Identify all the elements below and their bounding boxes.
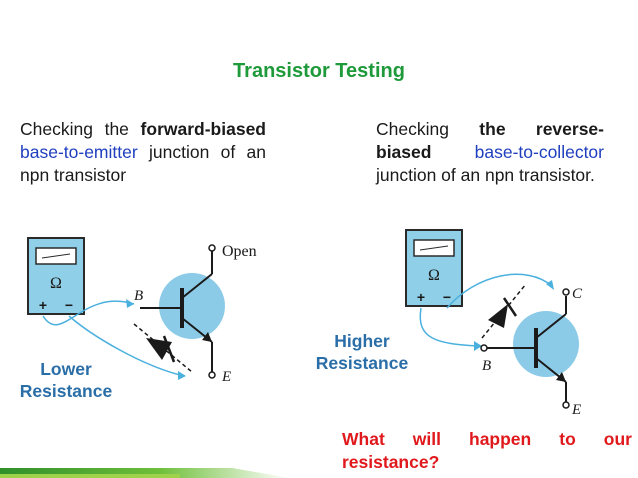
text-part: Checking: [376, 119, 480, 139]
reverse-bias-diagram: Ω + − C B E: [376, 224, 638, 420]
emitter-label: E: [221, 369, 231, 385]
higher-resistance-label: Higher Resistance: [315, 331, 409, 373]
text-part: Checking the: [20, 119, 141, 139]
ohm-symbol: Ω: [50, 275, 62, 292]
plus-sign: +: [417, 289, 425, 305]
decorative-bar: [0, 468, 290, 478]
ohm-symbol: Ω: [428, 267, 440, 284]
blue-text: base-to-collector: [474, 142, 604, 162]
text-part: junction of an npn transistor: [20, 142, 266, 185]
minus-sign: −: [443, 289, 451, 305]
minus-sign: −: [65, 297, 73, 313]
plus-sign: +: [39, 297, 47, 313]
forward-bias-diagram: Ω + − Open B E: [22, 226, 282, 396]
question-text: What will happen to our resistance?: [342, 429, 632, 472]
ohmmeter-icon: Ω + −: [27, 237, 85, 315]
slide-title: Transistor Testing: [233, 60, 405, 82]
transistor-icon: [513, 311, 579, 377]
base-label: B: [134, 288, 143, 304]
ohmmeter-icon: Ω + −: [405, 229, 463, 307]
lower-resistance-label: Lower Resistance: [19, 359, 113, 401]
bold-text: the reverse-biased: [376, 119, 604, 162]
transistor-icon: [159, 273, 225, 339]
blue-text: base-to-emitter: [20, 142, 138, 162]
decorative-bar: [0, 474, 180, 478]
text-part: junction of an npn transistor.: [376, 165, 595, 185]
collector-label: C: [572, 286, 583, 302]
diode-icon: [133, 323, 193, 373]
bold-text: forward-biased: [140, 119, 266, 139]
emitter-label: E: [571, 402, 581, 418]
text-part: [431, 142, 474, 162]
base-label: B: [482, 358, 491, 374]
open-label: Open: [222, 243, 257, 260]
forward-bias-description: Checking the forward-biased base-to-emit…: [20, 118, 266, 187]
diode-icon: [481, 283, 527, 339]
reverse-bias-description: Checking the reverse-biased base-to-coll…: [376, 118, 604, 187]
